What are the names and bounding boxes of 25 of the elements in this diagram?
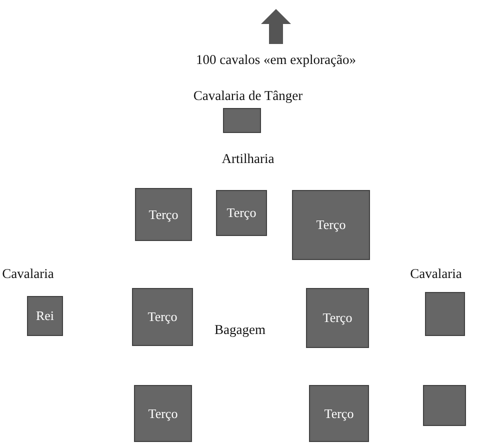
unit-label: Terço [226, 205, 256, 221]
unit-caption: Cavalaria de Tânger [193, 88, 303, 104]
unit-caption: Cavalaria [2, 266, 54, 282]
unit-square [306, 288, 369, 348]
empty-square [425, 292, 465, 336]
unit-label: Terço [322, 310, 352, 326]
formation-label: Artilharia [222, 151, 274, 167]
unit-square [292, 190, 370, 260]
unit-square [27, 296, 63, 336]
unit-square [134, 385, 192, 442]
unit-label: Terço [148, 309, 178, 325]
unit-label: Rei [36, 308, 54, 324]
unit-square [132, 288, 193, 346]
formation-label: Bagagem [214, 322, 266, 338]
empty-square [223, 108, 261, 133]
unit-label: Terço [148, 406, 178, 422]
unit-label: Terço [324, 406, 354, 422]
unit-square [216, 190, 267, 236]
formation-label: 100 cavalos «em exploração» [196, 52, 356, 68]
unit-label: Terço [316, 217, 346, 233]
unit-square [135, 188, 192, 241]
unit-caption: Cavalaria [410, 266, 462, 282]
unit-label: Terço [148, 206, 178, 222]
empty-square [423, 385, 466, 426]
unit-square [309, 385, 369, 442]
